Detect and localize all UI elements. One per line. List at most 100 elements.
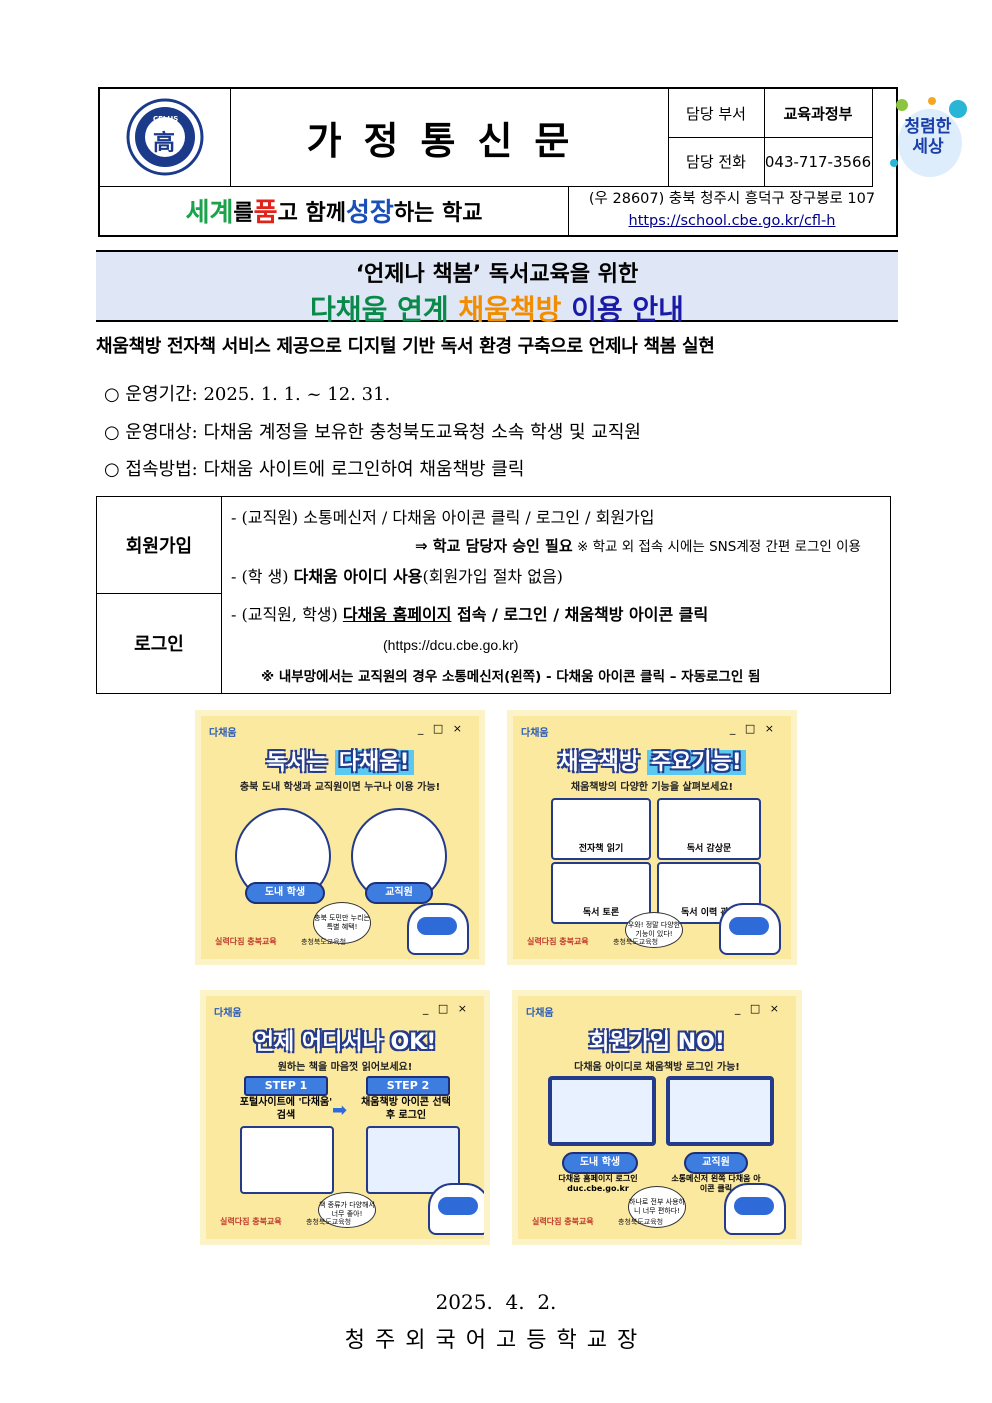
poster-footer-org: 충청북도교육청 [618,1218,664,1226]
school-homepage-link[interactable]: https://school.cbe.go.kr/cfl-h [628,213,836,229]
poster-brand: 다채움 [209,728,237,739]
phone-label: 담당 전화 [668,137,765,187]
feature-card-label: 전자책 읽기 [578,844,624,854]
step2-text: 채움책방 아이콘 선택 후 로그인 [361,1097,451,1121]
student-pill: 도내 학생 [245,882,325,904]
slogan-part: 하는 학교 [393,200,483,226]
poster-subtitle: 다채움 아이디로 채움책방 로그인 가능! [574,1062,740,1073]
speech-bubble: 우와! 정말 다양한 기능이 있다! [625,912,683,948]
poster-no-signup: 다채움 _ □ × 회원가입 NO! 다채움 아이디로 채움책방 로그인 가능!… [512,990,802,1245]
feature-card-ebook: 전자책 읽기 [551,798,651,860]
poster-subtitle: 채움책방의 다양한 기능을 살펴보세요! [570,782,734,793]
speech-bubble: 책 종류가 다양해서 너무 좋아! [318,1192,376,1228]
student-instruction: 다채움 홈페이지 로그인 duc.cbe.go.kr [558,1174,638,1193]
login-steps: 접속 / 로그인 / 채움책방 아이콘 클릭 [451,605,709,624]
poster-headline: 채움책방 주요기능! [513,744,791,776]
integrity-emblem: 청렴한 세상 [872,89,992,186]
teacher-pill: 교직원 [684,1152,748,1174]
login-line1: - (교직원, 학생) 다채움 홈페이지 접속 / 로그인 / 채움책방 아이콘… [231,601,708,625]
signup-label: 회원가입 [97,497,222,594]
signup-line3: - (학 생) 다채움 아이디 사용(회원가입 절차 없음) [231,563,563,587]
signup-line2: ⇒ 학교 담당자 승인 필요 ※ 학교 외 접속 시에는 SNS계정 간편 로그… [415,535,861,556]
poster-headline-part: 다채움! [334,750,414,775]
school-logo-char: 高 [153,130,176,156]
school-logo-letters: CFLHS [153,115,179,123]
summary-text: 채움책방 전자책 서비스 제공으로 디지털 기반 독서 환경 구축으로 언제나 … [96,336,715,357]
feature-card-label: 독서 이력 관리 [681,908,737,918]
integrity-emblem-graphic [890,97,967,177]
school-logo-cell: CFLHS 高 [100,89,231,187]
robot-mascot-icon [428,1183,484,1235]
teacher-instruction: 소통메신저 왼쪽 다채움 아이콘 클릭 [671,1174,761,1193]
notice-title-line2: 다채움 연계 채움책방 이용 안내 [96,288,898,328]
poster-subtitle: 원하는 책을 마음껏 읽어보세요! [277,1062,413,1073]
poster-brand: 다채움 [214,1008,242,1019]
arrow-right-icon: ➡ [332,1100,348,1121]
integrity-emblem-text: 청렴한 세상 [904,117,952,157]
robot-mascot-icon [719,903,781,955]
school-address: (우 28607) 충북 청주시 흥덕구 장구봉로 107 [588,191,876,207]
poster-footer-org: 충청북도교육청 [301,938,347,946]
notice-title-part: 이용 안내 [561,293,684,326]
poster-brand: 다채움 [521,728,549,739]
poster-footer-slogan: 실력다짐 충북교육 [527,937,589,946]
poster-footer-org: 충청북도교육청 [613,938,659,946]
teacher-pill: 교직원 [365,882,433,904]
window-controls-icon: _ □ × [734,1002,782,1015]
feature-card-label: 독서 감상문 [686,844,732,854]
student-monitor [548,1076,656,1146]
search-screenshot [240,1126,334,1194]
dept-label: 담당 부서 [668,89,765,138]
notice-title-line1: ‘언제나 책봄’ 독서교육을 위한 [355,262,639,287]
poster-headline: 독서는 다채움! [201,744,479,776]
student-pill: 도내 학생 [562,1152,638,1174]
signup-student-prefix: - (학 생) [231,567,294,586]
poster-headline-part: 채움책방 [558,750,647,775]
poster-anywhere-ok: 다채움 _ □ × 언제 어디서나 OK! 원하는 책을 마음껏 읽어보세요! … [200,990,490,1245]
window-controls-icon: _ □ × [417,722,465,735]
poster-subtitle: 충북 도내 학생과 교직원이면 누구나 이용 가능! [239,782,441,793]
slogan-part: 를 [233,200,254,226]
dept-value: 교육과정부 [764,89,873,138]
robot-mascot-icon [407,903,469,955]
signup-student-id: 다채움 아이디 사용 [293,567,423,586]
speech-bubble: 하나로 전부 사용하니 너무 편하다! [628,1186,686,1228]
login-url: (https://dcu.cbe.go.kr) [383,637,519,653]
poster-footer-slogan: 실력다짐 충북교육 [532,1217,594,1226]
notice-title-part: 채움책방 [458,293,562,326]
poster-main-features: 다채움 _ □ × 채움책방 주요기능! 채움책방의 다양한 기능을 살펴보세요… [507,710,797,965]
bullet-period: ○ 운영기간: 2025. 1. 1. ~ 12. 31. [104,384,391,405]
feature-card-review: 독서 감상문 [657,798,761,860]
window-controls-icon: _ □ × [729,722,777,735]
poster-headline-part: 독서는 [266,750,335,775]
poster-reading-dachaeum: 다채움 _ □ × 독서는 다채움! 충북 도내 학생과 교직원이면 누구나 이… [195,710,485,965]
slogan-part: 고 함께 [277,200,346,226]
document-title: 가정통신문 [230,89,669,187]
feature-card-discussion: 독서 토론 [551,862,651,924]
poster-brand: 다채움 [526,1008,554,1019]
notice-title-band: ‘언제나 책봄’ 독서교육을 위한 다채움 연계 채움책방 이용 안내 [96,250,898,326]
notice-title-part: 다채움 연계 [310,293,459,326]
bullet-access: ○ 접속방법: 다채움 사이트에 로그인하여 채움책방 클릭 [104,459,525,480]
header-table: CFLHS 高 가정통신문 담당 부서 교육과정부 담당 전화 043-717-… [98,87,967,237]
poster-footer-slogan: 실력다짐 충북교육 [220,1217,282,1226]
school-slogan: 세계 를 품 고 함께 성장 하는 학교 [100,186,569,235]
poster-headline-part: 주요기능! [646,750,746,775]
robot-mascot-icon [724,1183,786,1235]
signup-line1: - (교직원) 소통메신저 / 다채움 아이콘 클릭 / 로그인 / 회원가입 [231,508,655,527]
school-logo [126,98,204,176]
slogan-part: 품 [253,198,278,228]
issue-date: 2025. 4. 2. [435,1290,557,1314]
slogan-part: 성장 [345,198,394,228]
login-prefix: - (교직원, 학생) [231,605,343,624]
window-controls-icon: _ □ × [422,1002,470,1015]
step1-label: STEP 1 [244,1076,328,1096]
phone-value: 043-717-3566 [764,137,873,187]
login-label: 로그인 [97,593,222,693]
feature-card-label: 독서 토론 [582,908,620,918]
poster-headline: 언제 어디서나 OK! [253,1030,437,1055]
signup-student-note: (회원가입 절차 없음) [422,567,563,586]
step1-text: 포털사이트에 '다채움' 검색 [239,1097,333,1121]
info-table: 회원가입 - (교직원) 소통메신저 / 다채움 아이콘 클릭 / 로그인 / … [96,496,891,694]
login-intranet-note: ※ 내부망에서는 교직원의 경우 소통메신저(왼쪽) - 다채움 아이콘 클릭 … [261,669,761,685]
